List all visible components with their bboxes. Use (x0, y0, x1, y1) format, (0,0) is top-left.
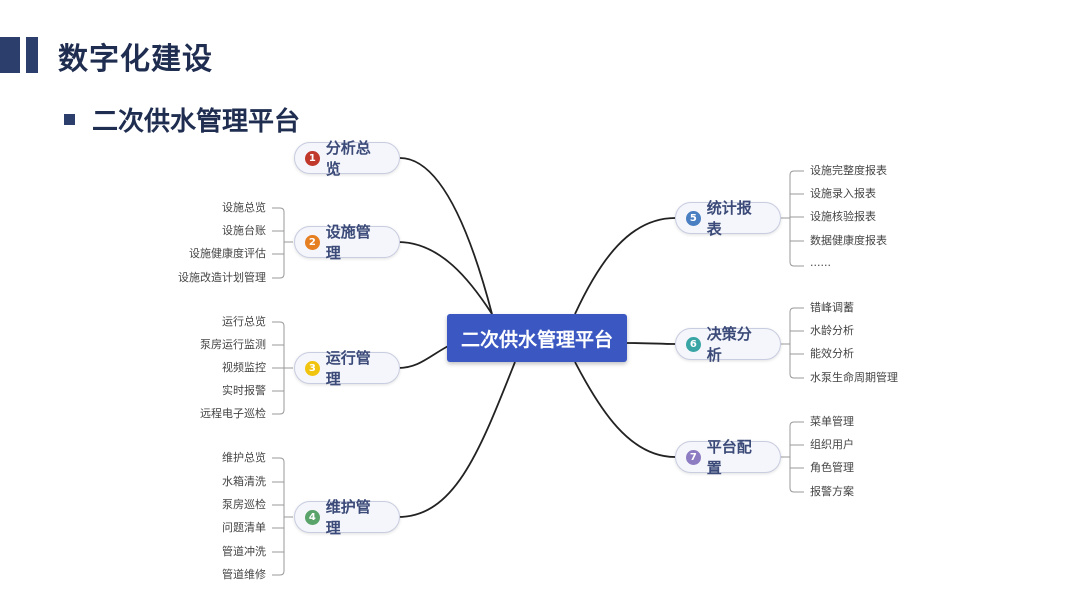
branch-label: 决策分析 (706, 325, 752, 364)
connector-5 (574, 217, 676, 315)
leaf-item[interactable]: 错峰调蓄 (810, 301, 854, 314)
leaf-item[interactable]: 报警方案 (810, 485, 854, 498)
branch-label: 设施管理 (325, 223, 371, 262)
leaf-item[interactable]: 菜单管理 (810, 415, 854, 428)
leaf-item[interactable]: 设施健康度评估 (189, 247, 266, 260)
leaf-item[interactable]: 水箱清洗 (222, 475, 266, 488)
leaf-item[interactable]: 管道冲洗 (222, 545, 266, 558)
leaf-item[interactable]: 远程电子巡检 (200, 407, 266, 420)
leaf-item[interactable]: 运行总览 (222, 315, 266, 328)
connector-3 (397, 343, 453, 369)
leaf-item[interactable]: 角色管理 (810, 461, 854, 474)
branch-node-1[interactable]: 1 分析总览 (294, 139, 400, 178)
leaf-item[interactable]: 管道维修 (222, 568, 266, 581)
square-bullet-icon (64, 114, 75, 125)
number-badge-icon: 3 (305, 360, 320, 376)
center-node[interactable]: 二次供水管理平台 (447, 314, 627, 362)
branch-node-5[interactable]: 5 统计报表 (675, 199, 781, 238)
leaf-item[interactable]: 设施核验报表 (810, 210, 876, 223)
page-title: 数字化建设 (58, 42, 213, 77)
branch-node-7[interactable]: 7 平台配置 (675, 438, 781, 477)
leaf-item[interactable]: 设施总览 (222, 201, 266, 214)
leaf-item[interactable]: 维护总览 (222, 451, 266, 464)
leaf-item[interactable]: 设施台账 (222, 224, 266, 237)
leaf-item[interactable]: 设施录入报表 (810, 187, 876, 200)
number-badge-icon: 7 (686, 449, 701, 465)
number-badge-icon: 4 (305, 509, 320, 525)
branch-node-6[interactable]: 6 决策分析 (675, 325, 781, 364)
branch-label: 维护管理 (325, 498, 371, 537)
branch-node-3[interactable]: 3 运行管理 (294, 349, 400, 388)
leaf-item[interactable]: 视频监控 (222, 361, 266, 374)
leaf-item[interactable]: 水泵生命周期管理 (810, 371, 898, 384)
leaf-item[interactable]: 水龄分析 (810, 324, 854, 337)
connector-6 (626, 342, 676, 345)
leaf-item[interactable]: 设施完整度报表 (810, 164, 887, 177)
leaf-item[interactable]: 能效分析 (810, 347, 854, 360)
number-badge-icon: 1 (305, 150, 320, 166)
title-accent-bar-small (26, 37, 38, 73)
connector-2 (397, 241, 493, 315)
branch-label: 统计报表 (706, 199, 752, 238)
branch-label: 平台配置 (706, 438, 752, 477)
number-badge-icon: 5 (686, 210, 701, 226)
leaf-item[interactable]: 组织用户 (810, 438, 854, 451)
section-subtitle: 二次供水管理平台 (92, 107, 301, 137)
title-accent-bar (0, 37, 20, 73)
number-badge-icon: 6 (686, 336, 701, 352)
connector-4 (397, 361, 516, 518)
leaf-item[interactable]: ...... (810, 256, 831, 269)
leaf-item[interactable]: 泵房巡检 (222, 498, 266, 511)
branch-label: 分析总览 (325, 139, 371, 178)
leaf-item[interactable]: 问题清单 (222, 521, 266, 534)
branch-node-4[interactable]: 4 维护管理 (294, 498, 400, 537)
connector-1 (399, 157, 493, 315)
leaf-item[interactable]: 实时报警 (222, 384, 266, 397)
branch-label: 运行管理 (325, 349, 371, 388)
leaf-item[interactable]: 泵房运行监测 (200, 338, 266, 351)
branch-node-2[interactable]: 2 设施管理 (294, 223, 400, 262)
connector-7 (574, 361, 676, 458)
leaf-item[interactable]: 设施改造计划管理 (178, 271, 266, 284)
number-badge-icon: 2 (305, 234, 320, 250)
leaf-item[interactable]: 数据健康度报表 (810, 234, 887, 247)
